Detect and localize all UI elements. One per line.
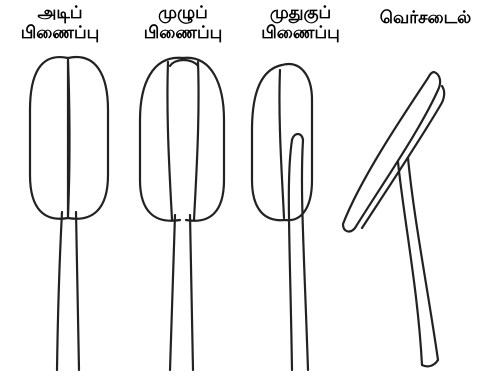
- stamen-adnate: [140, 58, 224, 370]
- anther-lobe-outer: [343, 72, 440, 231]
- anther-lobe-left: [140, 58, 183, 221]
- filament: [289, 140, 308, 370]
- anther-lobe-right: [68, 57, 108, 219]
- filament: [57, 212, 79, 370]
- anther-lobe-right: [183, 58, 224, 221]
- anther-top: [170, 60, 198, 66]
- anther-groove: [279, 70, 284, 218]
- filament-base: [422, 360, 438, 366]
- stamen-versatile: [343, 72, 444, 366]
- stamen-dorsifixed: [252, 64, 312, 370]
- stamen-basifixed: [30, 57, 108, 370]
- connective: [167, 62, 198, 220]
- filament: [398, 158, 438, 365]
- anther-lobe-left: [30, 57, 68, 219]
- filament: [170, 215, 193, 370]
- anther-lobe-right: [282, 64, 312, 220]
- filament-attachment: [292, 134, 303, 140]
